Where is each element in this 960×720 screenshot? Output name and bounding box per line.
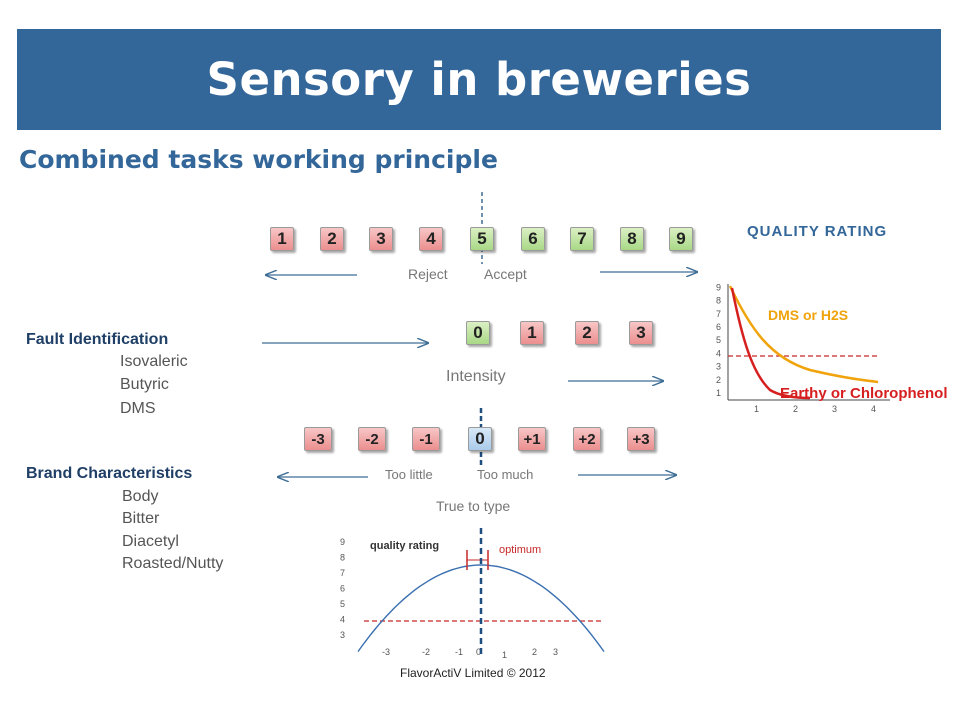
intensity-box-0: 0 [466, 321, 490, 345]
brand-item: Body [122, 488, 159, 505]
footer-credit: FlavorActiV Limited © 2012 [400, 666, 546, 680]
reject-label: Reject [408, 266, 448, 282]
brand-box-minus1: -1 [412, 427, 440, 451]
score-box-3: 3 [369, 227, 393, 251]
x-tick-label: 3 [553, 647, 558, 657]
score-box-7: 7 [570, 227, 594, 251]
brand-box-minus2: -2 [358, 427, 386, 451]
y-tick-label: 7 [716, 309, 721, 319]
too-little-label: Too little [385, 467, 433, 482]
fault-item: DMS [120, 400, 156, 417]
x-tick-label: 4 [871, 404, 876, 414]
optimum-chart: 9 8 7 6 5 4 3 -3 -2 -1 0 1 2 3 quality rating optimu… [340, 528, 605, 660]
series-label-dms: DMS or H2S [768, 307, 848, 323]
brand-box-0: 0 [468, 427, 492, 451]
title-bar: Sensory in breweries [17, 29, 941, 130]
intensity-box-1: 1 [520, 321, 544, 345]
page-title: Sensory in breweries [206, 53, 752, 106]
y-tick-label: 9 [716, 282, 721, 292]
score-box-4: 4 [419, 227, 443, 251]
earthy-curve [730, 287, 811, 400]
x-tick-label: 2 [532, 647, 537, 657]
x-tick-label: 0 [476, 647, 481, 657]
optimum-label: optimum [499, 544, 541, 556]
too-much-label: Too much [477, 467, 534, 482]
brand-box-plus2: +2 [573, 427, 601, 451]
intensity-label: Intensity [446, 368, 506, 385]
chart-title: quality rating [370, 540, 439, 552]
brand-item: Diacetyl [122, 533, 179, 550]
y-tick-label: 6 [716, 322, 721, 332]
y-tick-label: 1 [716, 388, 721, 398]
quality-rating-chart: 1 2 3 4 5 6 7 8 9 1 2 3 4 DMS or H2S Earthy or Chlo… [716, 282, 948, 414]
true-to-type-label: True to type [436, 498, 511, 514]
y-tick-label: 5 [340, 599, 345, 609]
y-tick-label: 3 [716, 362, 721, 372]
y-tick-label: 7 [340, 568, 345, 578]
y-tick-label: 2 [716, 375, 721, 385]
score-box-5: 5 [470, 227, 494, 251]
y-tick-label: 8 [716, 296, 721, 306]
x-tick-label: -1 [455, 647, 463, 657]
score-box-8: 8 [620, 227, 644, 251]
brand-box-minus3: -3 [304, 427, 332, 451]
quality-curve [357, 564, 605, 653]
x-tick-label: -3 [382, 647, 390, 657]
fault-heading: Fault Identification [26, 331, 169, 348]
fault-item: Isovaleric [120, 353, 188, 370]
score-box-9: 9 [669, 227, 693, 251]
series-label-earthy: Earthy or Chlorophenol [780, 385, 948, 402]
x-tick-label: 3 [832, 404, 837, 414]
y-tick-label: 9 [340, 537, 345, 547]
intensity-box-2: 2 [575, 321, 599, 345]
y-tick-label: 5 [716, 335, 721, 345]
fault-item: Butyric [120, 376, 169, 393]
brand-item: Bitter [122, 510, 160, 527]
x-tick-label: 2 [793, 404, 798, 414]
subtitle: Combined tasks working principle [19, 145, 498, 174]
quality-rating-title: QUALITY RATING [747, 223, 888, 240]
intensity-box-3: 3 [629, 321, 653, 345]
y-tick-label: 6 [340, 584, 345, 594]
x-tick-label: 1 [754, 404, 759, 414]
brand-box-plus1: +1 [518, 427, 546, 451]
brand-item: Roasted/Nutty [122, 555, 224, 572]
brand-box-plus3: +3 [627, 427, 655, 451]
dms-curve [728, 285, 879, 384]
y-tick-label: 4 [716, 348, 721, 358]
score-box-6: 6 [521, 227, 545, 251]
x-tick-label: -2 [422, 647, 430, 657]
x-tick-label: 1 [502, 650, 507, 660]
accept-label: Accept [484, 266, 527, 282]
score-box-1: 1 [270, 227, 294, 251]
brand-heading: Brand Characteristics [26, 465, 193, 482]
score-box-2: 2 [320, 227, 344, 251]
y-tick-label: 4 [340, 615, 345, 625]
y-tick-label: 8 [340, 553, 345, 563]
y-tick-label: 3 [340, 630, 345, 640]
